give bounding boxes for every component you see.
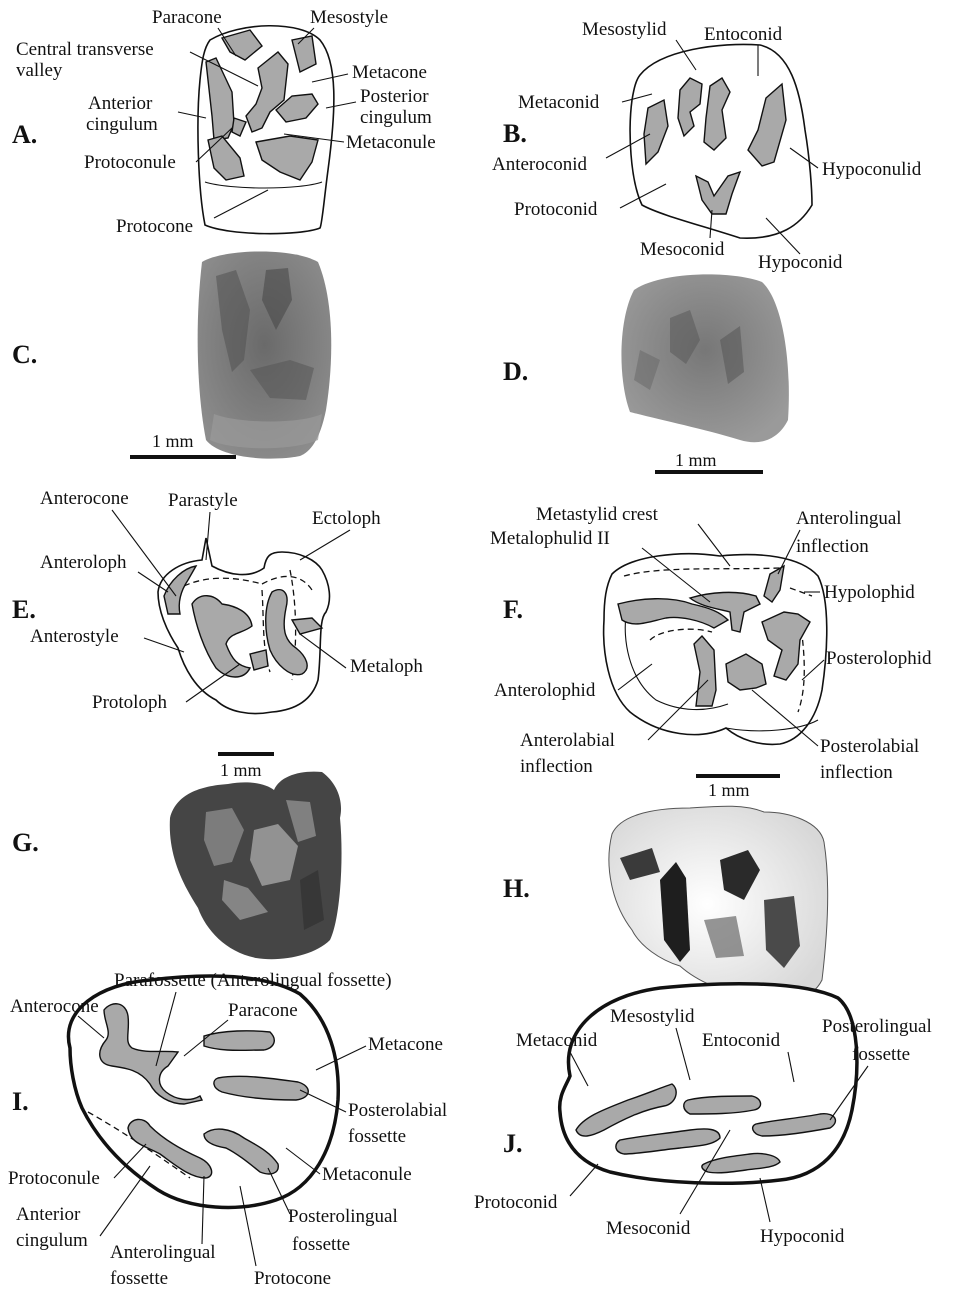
label-protoconule: Protoconule	[84, 152, 176, 173]
label-mesoconid: Mesoconid	[640, 239, 725, 260]
label-anteroconid: Anteroconid	[492, 154, 587, 175]
panel-h-photo	[609, 806, 828, 1002]
label-metaconid: Metaconid	[516, 1030, 598, 1051]
label-metacone: Metacone	[368, 1034, 443, 1055]
label-mesostylid: Mesostylid	[610, 1006, 695, 1027]
scale-label: 1 mm	[152, 431, 194, 451]
panel-i	[68, 976, 338, 1207]
label-posterolingual-fossette: fossette	[852, 1044, 910, 1065]
enamel-island	[250, 650, 268, 670]
label-mesoconid: Mesoconid	[606, 1218, 691, 1239]
label-metaconid: Metaconid	[518, 92, 600, 113]
label-posterolingual-fossette: fossette	[292, 1234, 350, 1255]
panel-d-photo	[621, 274, 788, 442]
label-protoconule: Protoconule	[8, 1168, 100, 1189]
label-posterior-cingulum: cingulum	[360, 107, 432, 128]
label-paracone: Paracone	[152, 7, 222, 28]
panel-letter: E.	[12, 595, 36, 624]
label-anteroloph: Anteroloph	[40, 552, 127, 573]
panel-e	[158, 538, 329, 714]
label-entoconid: Entoconid	[704, 24, 783, 45]
panel-letter: G.	[12, 828, 39, 857]
label-metaconule: Metaconule	[322, 1164, 412, 1185]
label-posterolabial: Posterolabial	[348, 1100, 447, 1121]
label-anterior: Anterior	[16, 1204, 81, 1225]
label-metalophulid-ii: Metalophulid II	[490, 528, 610, 549]
label-anterior-cingulum: cingulum	[16, 1230, 88, 1251]
label-paracone: Paracone	[228, 1000, 298, 1021]
panel-f	[604, 554, 827, 745]
label-anterolophid: Anterolophid	[494, 680, 596, 701]
panel-letter: H.	[503, 874, 530, 903]
scale-label: 1 mm	[220, 760, 262, 780]
label-cingulum: cingulum	[86, 114, 158, 135]
label-anterolingual-fossette: fossette	[110, 1268, 168, 1289]
panel-letter: A.	[12, 120, 37, 149]
enamel-island	[204, 1031, 274, 1051]
label-hypoconid: Hypoconid	[758, 252, 843, 273]
label-entoconid: Entoconid	[702, 1030, 781, 1051]
tooth-outline-j	[560, 984, 857, 1184]
label-metaloph: Metaloph	[350, 656, 423, 677]
label-anterolabial: Anterolabial	[520, 730, 615, 751]
label-posterolingual: Posterolingual	[822, 1016, 932, 1037]
label-posterolabial-inflection: inflection	[820, 762, 893, 783]
label-protocone: Protocone	[254, 1268, 331, 1289]
label-anterior: Anterior	[88, 93, 153, 114]
scale-label: 1 mm	[708, 780, 750, 800]
label-metacone: Metacone	[352, 62, 427, 83]
label-anterolingual-inflection: inflection	[796, 536, 869, 557]
label-protoconid: Protoconid	[474, 1192, 558, 1213]
label-hypoconid: Hypoconid	[760, 1226, 845, 1247]
panel-letter: D.	[503, 357, 528, 386]
label-protoloph: Protoloph	[92, 692, 167, 713]
scale-label: 1 mm	[675, 450, 717, 470]
label-central-transverse: Central transverse	[16, 39, 154, 60]
label-anterocone: Anterocone	[40, 488, 129, 509]
label-hypoconulid: Hypoconulid	[822, 159, 922, 180]
label-anterolingual: Anterolingual	[796, 508, 902, 529]
label-anterolabial-inflection: inflection	[520, 756, 593, 777]
label-anterostyle: Anterostyle	[30, 626, 119, 647]
label-parastyle: Parastyle	[168, 490, 238, 511]
label-posterior: Posterior	[360, 86, 429, 107]
label-posterolabial-fossette: fossette	[348, 1126, 406, 1147]
panel-letter: F.	[503, 595, 523, 624]
panel-letter: I.	[12, 1087, 29, 1116]
label-posterolingual: Posterolingual	[288, 1206, 398, 1227]
label-ectoloph: Ectoloph	[312, 508, 381, 529]
panel-letter: J.	[503, 1129, 523, 1158]
label-valley: valley	[16, 60, 63, 81]
label-posterolabial: Posterolabial	[820, 736, 919, 757]
panel-b	[630, 44, 812, 238]
label-posterolophid: Posterolophid	[826, 648, 932, 669]
label-metastylid-crest: Metastylid crest	[536, 504, 659, 525]
label-protocone: Protocone	[116, 216, 193, 237]
panel-g-photo	[170, 772, 342, 960]
panel-j	[560, 984, 857, 1184]
label-metaconule: Metaconule	[346, 132, 436, 153]
label-mesostyle: Mesostyle	[310, 7, 388, 28]
panel-letter: C.	[12, 340, 37, 369]
label-mesostylid: Mesostylid	[582, 19, 667, 40]
label-protoconid: Protoconid	[514, 199, 598, 220]
label-anterocone: Anterocone	[10, 996, 99, 1017]
panel-a	[198, 26, 334, 234]
enamel-island	[684, 1096, 761, 1114]
panel-c-photo	[198, 251, 332, 458]
label-hypolophid: Hypolophid	[824, 582, 915, 603]
label-parafossette: Parafossette (Anterolingual fossette)	[114, 970, 392, 991]
label-anterolingual: Anterolingual	[110, 1242, 216, 1263]
panel-letter: B.	[503, 119, 527, 148]
